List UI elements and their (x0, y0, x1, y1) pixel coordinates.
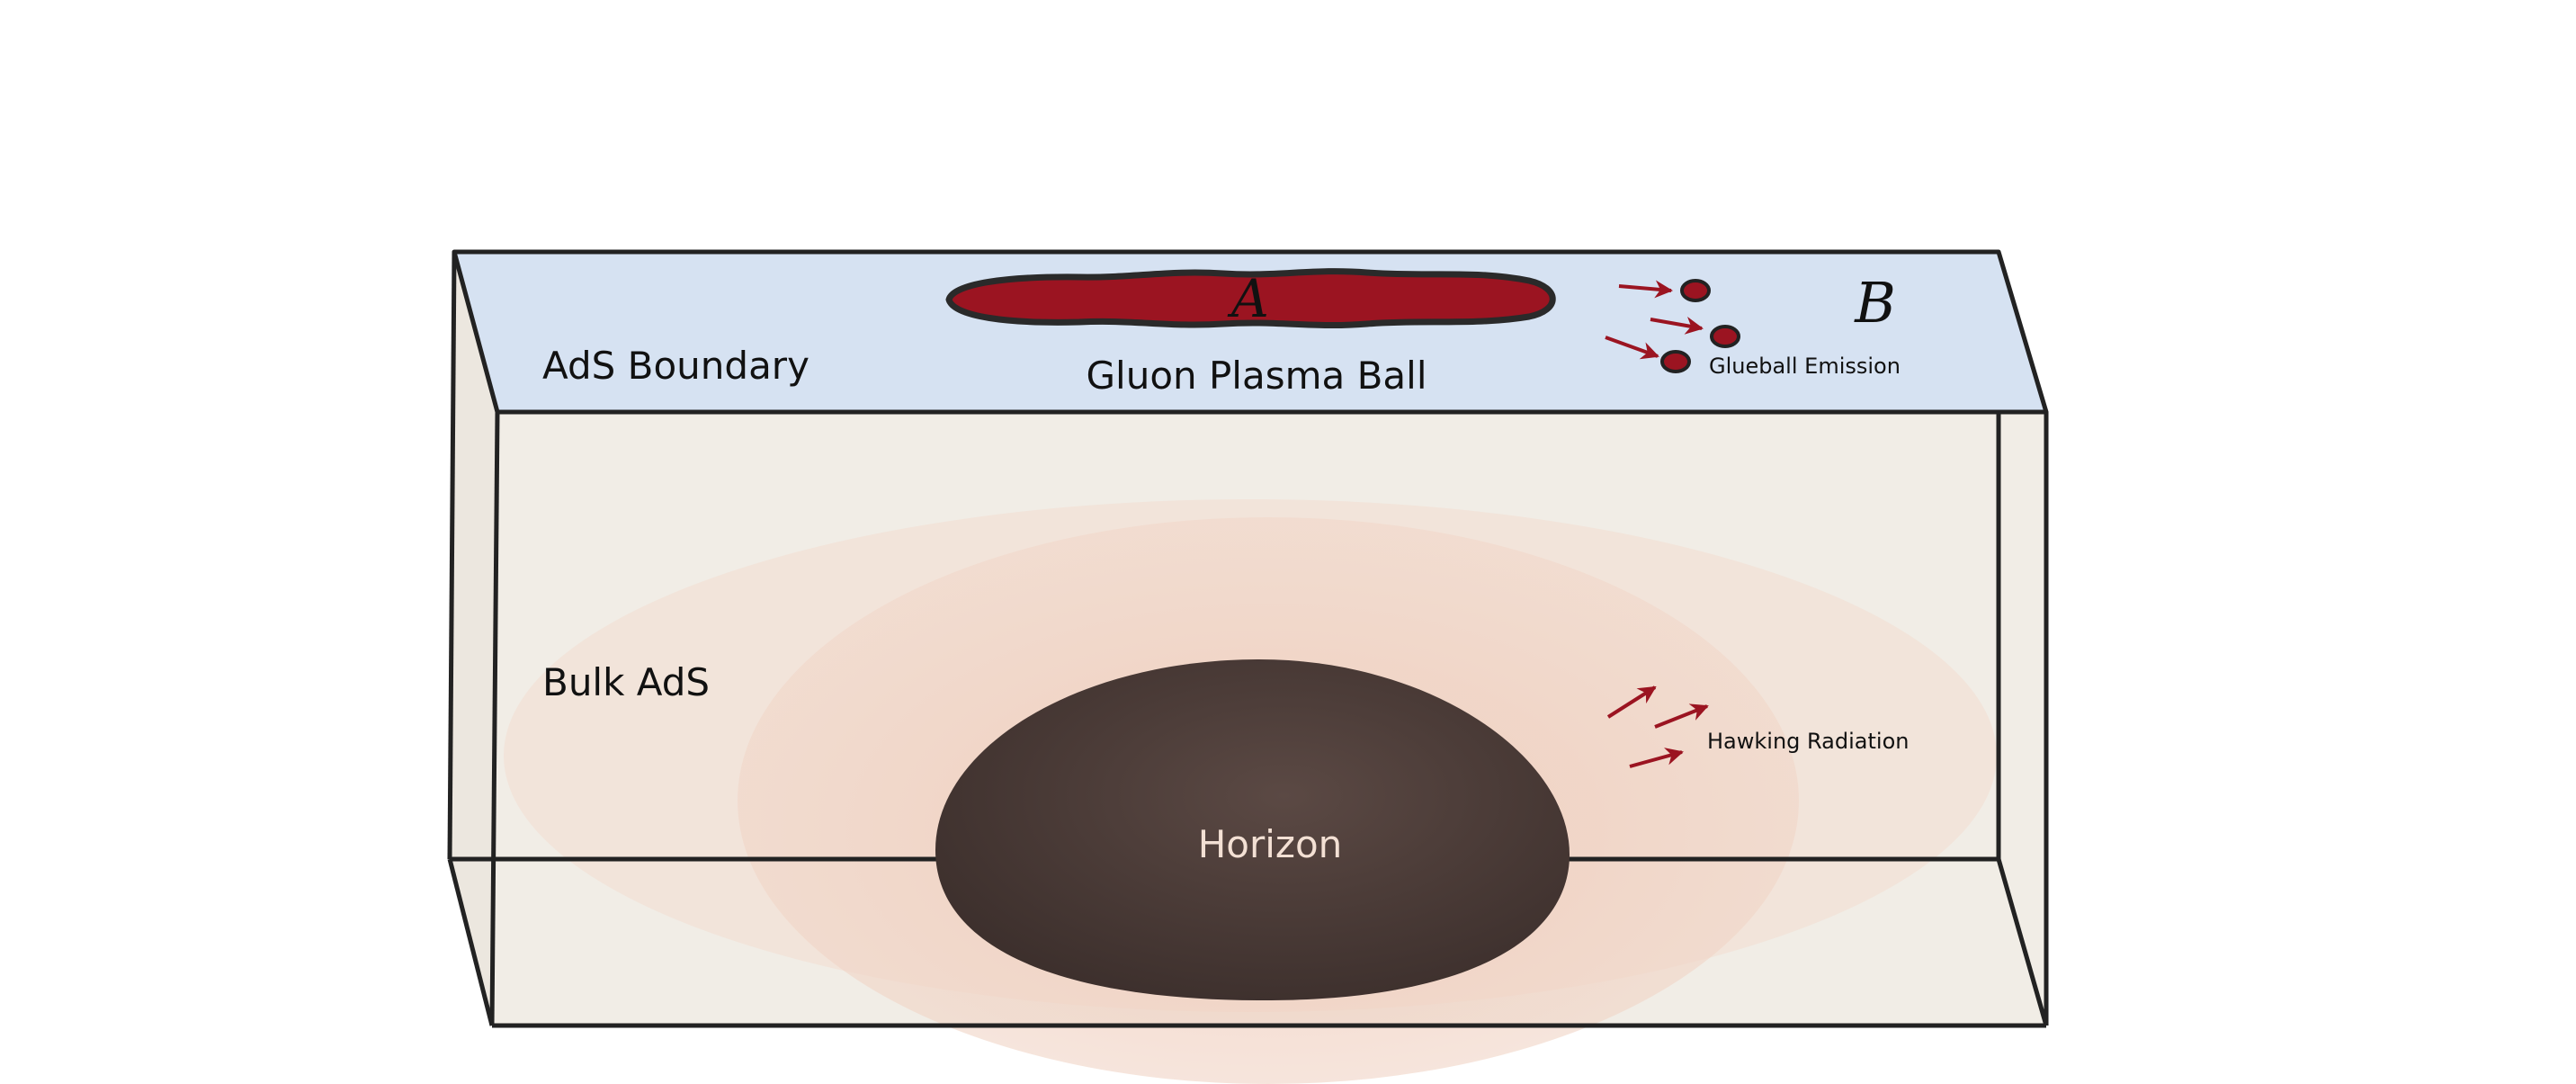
bulk-left-face (450, 252, 497, 1026)
horizon-label: Horizon (1198, 822, 1343, 866)
glueball-arrow (1650, 317, 1704, 335)
glueball-arrow (1618, 280, 1673, 299)
glueball-emission-label: Glueball Emission (1709, 354, 1901, 379)
region-b-label: B (1854, 270, 1896, 336)
gluon-plasma-ball (945, 268, 1556, 329)
bulk-ads-label: Bulk AdS (542, 660, 710, 704)
ads-boundary-face (452, 249, 2049, 415)
glueball-emission-group (1605, 279, 1740, 373)
hawking-radiation-group (1606, 685, 1709, 768)
plasma-ball-label: Gluon Plasma Ball (1086, 354, 1427, 398)
hawking-radiation-label: Hawking Radiation (1707, 729, 1909, 754)
glueball-arrow (1605, 336, 1659, 360)
hawking-arrow (1629, 748, 1684, 768)
horizon-blob (935, 659, 1570, 1000)
glueball (1710, 325, 1740, 348)
region-a-label: A (1227, 268, 1269, 329)
ads-boundary-label: AdS Boundary (542, 344, 809, 388)
hawking-arrow (1606, 685, 1657, 719)
glueball (1660, 350, 1691, 373)
hawking-arrow (1654, 703, 1709, 729)
glueball (1680, 279, 1711, 302)
